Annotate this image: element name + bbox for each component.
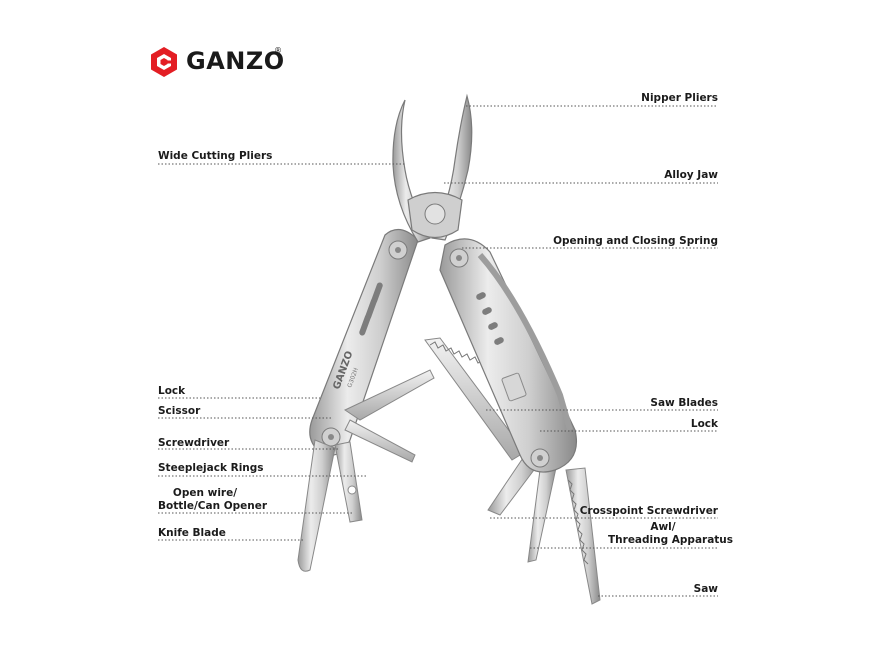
label-knife-blade: Knife Blade [158, 527, 226, 539]
label-lock-left: Lock [158, 385, 186, 397]
right-jaw [431, 93, 473, 241]
label-awl-line2: Threading Apparatus [608, 534, 734, 546]
label-nipper-pliers: Nipper Pliers [641, 92, 718, 104]
awl-tool [527, 467, 557, 563]
label-open-wire-line2: Bottle/Can Opener [158, 500, 268, 512]
scissor-tool [343, 369, 435, 421]
label-awl: Awl/ Threading Apparatus [608, 521, 734, 547]
label-open-wire: Open wire/ Bottle/Can Opener [158, 487, 268, 513]
label-saw: Saw [693, 583, 718, 595]
label-scissor: Scissor [158, 405, 201, 417]
left-jaw [392, 99, 431, 243]
label-alloy-jaw: Alloy Jaw [664, 169, 718, 181]
label-steeplejack-rings: Steeplejack Rings [158, 462, 264, 474]
knife-blade-tool [297, 439, 336, 572]
label-awl-line1: Awl/ [650, 521, 676, 533]
label-wide-cutting-pliers: Wide Cutting Pliers [158, 150, 273, 162]
right-handle [439, 238, 577, 473]
registered-mark: ® [274, 46, 282, 55]
label-crosspoint-screwdriver: Crosspoint Screwdriver [579, 505, 718, 517]
label-screwdriver: Screwdriver [158, 437, 230, 449]
label-open-wire-line1: Open wire/ [172, 487, 238, 499]
label-saw-blades: Saw Blades [650, 397, 718, 409]
left-handle [309, 229, 419, 456]
ganzo-logo-icon [151, 47, 177, 77]
saw-blade [565, 467, 601, 605]
label-opening-closing-spring: Opening and Closing Spring [553, 235, 718, 247]
brand-name: GANZO [186, 47, 285, 75]
ganzo-logo: GANZO ® [148, 44, 288, 80]
label-lock-right: Lock [690, 418, 718, 430]
bottle-opener-tool [334, 441, 363, 523]
